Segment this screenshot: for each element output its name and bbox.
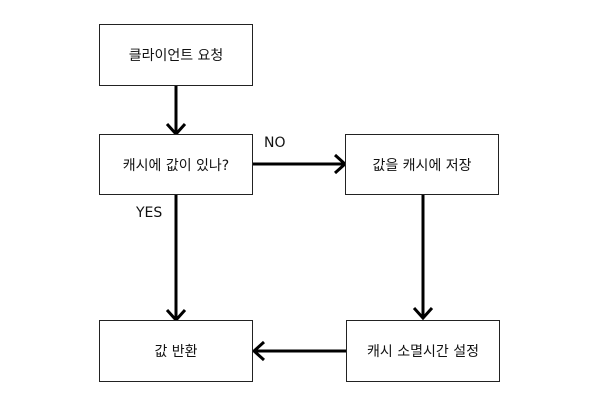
node-return-value: 값 반환: [99, 320, 253, 382]
edge-label-yes: YES: [136, 205, 163, 221]
arrowhead-ttl-to-return: [251, 340, 266, 362]
node-set-ttl: 캐시 소멸시간 설정: [346, 320, 500, 382]
node-client-request: 클라이언트 요청: [99, 24, 253, 86]
arrowhead-store-to-ttl: [412, 306, 434, 321]
node-cache-check: 캐시에 값이 있나?: [99, 134, 253, 195]
node-store-cache: 값을 캐시에 저장: [345, 134, 499, 195]
edge-label-no: NO: [264, 135, 286, 151]
